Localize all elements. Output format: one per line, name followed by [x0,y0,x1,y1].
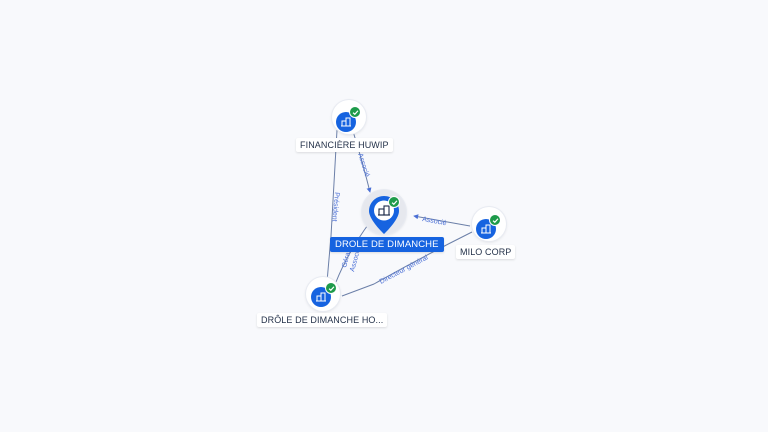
node-milo-corp[interactable] [470,207,510,243]
node-label-milo-corp[interactable]: MILO CORP [456,245,516,259]
edge-milo-main [413,214,471,227]
edge-label-huwip-holding: Président [330,192,340,222]
node-label-drole-de-dimanche-holding[interactable]: DRÔLE DE DIMANCHE HO... [257,313,388,327]
node-label-drole-de-dimanche[interactable]: DROLE DE DIMANCHE [330,237,444,252]
verified-check-icon [388,196,400,208]
building-icon [316,292,326,302]
edge-huwip-main [351,127,372,193]
node-drole-de-dimanche[interactable] [360,190,408,238]
node-financiere-huwip[interactable] [330,100,370,134]
building-icon [378,205,390,216]
verified-check-icon [325,282,337,294]
edge-label-huwip-main: Associé [356,152,370,178]
verified-check-icon [489,214,501,226]
building-icon [481,224,491,234]
building-icon [341,117,351,127]
edge-holding-main [335,221,371,283]
edge-milo-holding [341,231,473,297]
node-drole-de-dimanche-holding[interactable] [304,275,344,311]
edge-label-milo-holding: Directeur général [379,254,430,286]
edge-huwip-holding [326,129,338,283]
edge-label-milo-main: Associé [422,216,447,227]
verified-check-icon [349,106,361,118]
node-label-financiere-huwip[interactable]: FINANCIÈRE HUWIP [296,138,393,152]
